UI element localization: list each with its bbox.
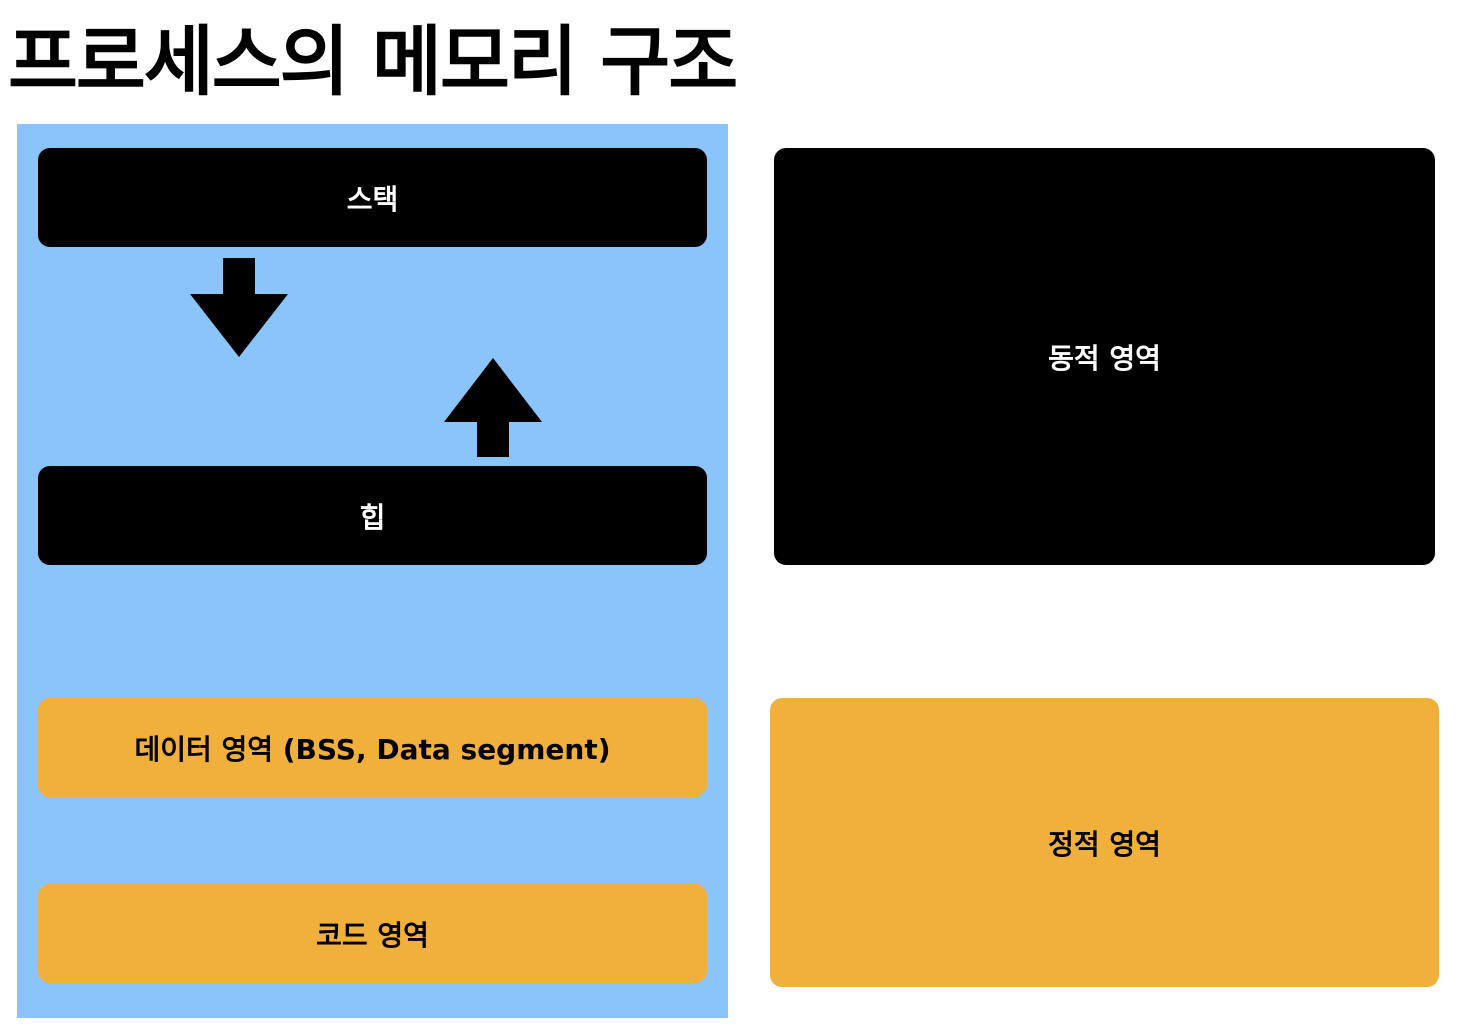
arrow-up-icon — [444, 358, 542, 457]
code-area-block: 코드 영역 — [38, 884, 707, 983]
page-title: 프로세스의 메모리 구조 — [8, 17, 738, 106]
process-memory-panel: 스택 힙 데이터 영역 (BSS, Data segment) 코드 영역 — [17, 124, 728, 1018]
heap-block: 힙 — [38, 466, 707, 565]
dynamic-region-block: 동적 영역 — [774, 148, 1435, 565]
arrow-down-icon — [190, 258, 288, 357]
stack-block: 스택 — [38, 148, 707, 247]
static-region-block: 정적 영역 — [770, 698, 1439, 987]
data-area-block: 데이터 영역 (BSS, Data segment) — [38, 698, 707, 797]
